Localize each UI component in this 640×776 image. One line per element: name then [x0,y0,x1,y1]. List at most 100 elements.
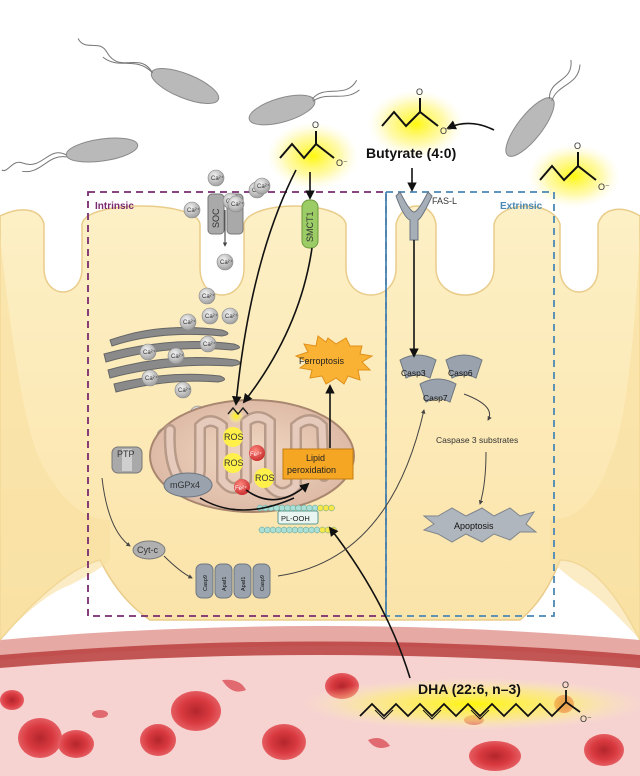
svg-text:Ca²⁺: Ca²⁺ [231,201,244,208]
ca-ion: Ca²⁺ [207,169,225,187]
lipid-head [295,504,302,512]
butyrate-molecule-top: O O⁻ [267,120,359,190]
ros-2: ROS [223,453,244,473]
ca-ion: Ca²⁺ [216,253,234,271]
ca-ion: Ca²⁺ [227,195,245,213]
casp9-left: Casp9 [195,563,214,599]
svg-text:Ca²⁺: Ca²⁺ [202,293,215,300]
svg-text:Ca²⁺: Ca²⁺ [220,259,233,266]
ca-ion: Ca²⁺ [221,307,239,325]
lipid-head [319,526,326,534]
casp6: Casp6 [445,354,483,379]
ca-ion: Ca²⁺ [198,287,216,305]
svg-text:Ca²⁺: Ca²⁺ [178,387,191,394]
svg-text:O⁻: O⁻ [598,182,610,192]
svg-text:ROS: ROS [224,458,244,468]
svg-text:Apaf1: Apaf1 [241,577,247,591]
svg-text:Casp3: Casp3 [401,368,426,378]
lipid-head [297,526,304,534]
svg-text:Apoptosis: Apoptosis [454,521,494,531]
ca-ion: Ca²⁺ [253,177,271,195]
cyt-c-molecule: Cyt-c [132,540,166,560]
svg-text:mGPx4: mGPx4 [170,480,200,490]
lipid-head [313,526,321,534]
svg-text:ROS: ROS [224,432,244,442]
lipid-head [286,526,293,534]
lipid-head [322,504,330,512]
lipid-head [302,526,310,534]
lipid-head [275,526,282,534]
svg-text:Ca²⁺: Ca²⁺ [145,375,158,382]
lipid-head [269,526,277,534]
lipid-peroxidation-box: Lipid peroxidation [282,448,354,480]
apaf1-left: Apaf1 [214,563,233,599]
mgpx4-enzyme: mGPx4 [163,472,213,498]
apoptosome: Casp9 Apaf1 Apaf1 Casp9 [195,563,271,599]
svg-text:Casp9: Casp9 [203,575,209,591]
svg-text:Ca²⁺: Ca²⁺ [257,183,270,190]
svg-text:Ca²⁺: Ca²⁺ [187,207,200,214]
lipid-head [324,526,332,534]
svg-text:SOC: SOC [211,208,221,228]
extrinsic-label: Extrinsic [500,201,543,212]
svg-text:Casp9: Casp9 [260,575,266,591]
butyrate-label: Butyrate (4:0) [366,145,456,161]
dha-molecule: DHA (22:6, n–3) O O⁻ [302,678,640,730]
svg-text:O: O [312,120,319,130]
butyrate-molecule-right: O O⁻ [528,141,620,208]
iron-group: Fe²⁺ Fe²⁺ [234,445,265,495]
svg-text:Ferroptosis: Ferroptosis [299,356,345,366]
svg-text:Lipid: Lipid [306,453,325,463]
lipid-head [311,504,319,512]
lipid-head [280,526,288,534]
lipid-head [328,504,335,512]
dha-label: DHA (22:6, n–3) [418,681,521,697]
svg-text:PTP: PTP [117,449,135,459]
svg-text:Ca²⁺: Ca²⁺ [211,175,224,182]
ca-ion: Ca²⁺ [141,369,159,387]
svg-text:Apaf1: Apaf1 [222,577,228,591]
ca-ion: Ca²⁺ [167,347,185,365]
svg-text:O⁻: O⁻ [580,714,592,724]
svg-text:FAS-L: FAS-L [432,196,457,206]
butyrate-molecule-label: O O⁻ Butyrate (4:0) [366,87,464,161]
ferroptosis-burst: Ferroptosis [294,335,374,385]
lipid-head [308,526,315,534]
bacteria [1,38,581,173]
lipid-head [258,526,266,534]
lipid-head [278,504,286,512]
fe-1: Fe²⁺ [249,445,265,461]
caspase-group: Casp3 Casp6 Casp7 [399,354,483,403]
svg-text:Cyt-c: Cyt-c [137,545,158,555]
svg-text:Ca²⁺: Ca²⁺ [143,349,156,356]
lipid-head [289,504,297,512]
svg-text:Ca²⁺: Ca²⁺ [183,319,196,326]
ca-ion: Ca²⁺ [201,307,219,325]
intrinsic-label: Intrinsic [95,201,134,212]
svg-text:Fe²⁺: Fe²⁺ [235,485,247,492]
svg-text:Ca²⁺: Ca²⁺ [205,313,218,320]
lipid-head [264,526,271,534]
ca-ion: Ca²⁺ [183,201,201,219]
ca-ion: Ca²⁺ [199,335,217,353]
casp3: Casp3 [399,354,437,379]
caspase3-substrates-label: Caspase 3 substrates [436,435,518,445]
lipid-head [300,504,308,512]
fas-l-receptor: FAS-L [395,191,457,241]
svg-text:ROS: ROS [255,473,275,483]
apaf1-right: Apaf1 [233,563,252,599]
lipid-head [317,504,324,512]
ros-group: ROS ROS ROS [223,406,275,488]
lipid-head [291,526,299,534]
pathway-arrows [101,120,495,679]
lipid-head [284,504,291,512]
svg-text:Fe²⁺: Fe²⁺ [250,451,262,458]
svg-text:O: O [562,680,569,690]
svg-text:O⁻: O⁻ [336,158,348,168]
svg-text:Ca²⁺: Ca²⁺ [203,341,216,348]
svg-text:O: O [574,141,581,151]
lipid-head [306,504,313,512]
ros-3: ROS [254,468,275,488]
svg-text:peroxidation: peroxidation [287,465,336,475]
